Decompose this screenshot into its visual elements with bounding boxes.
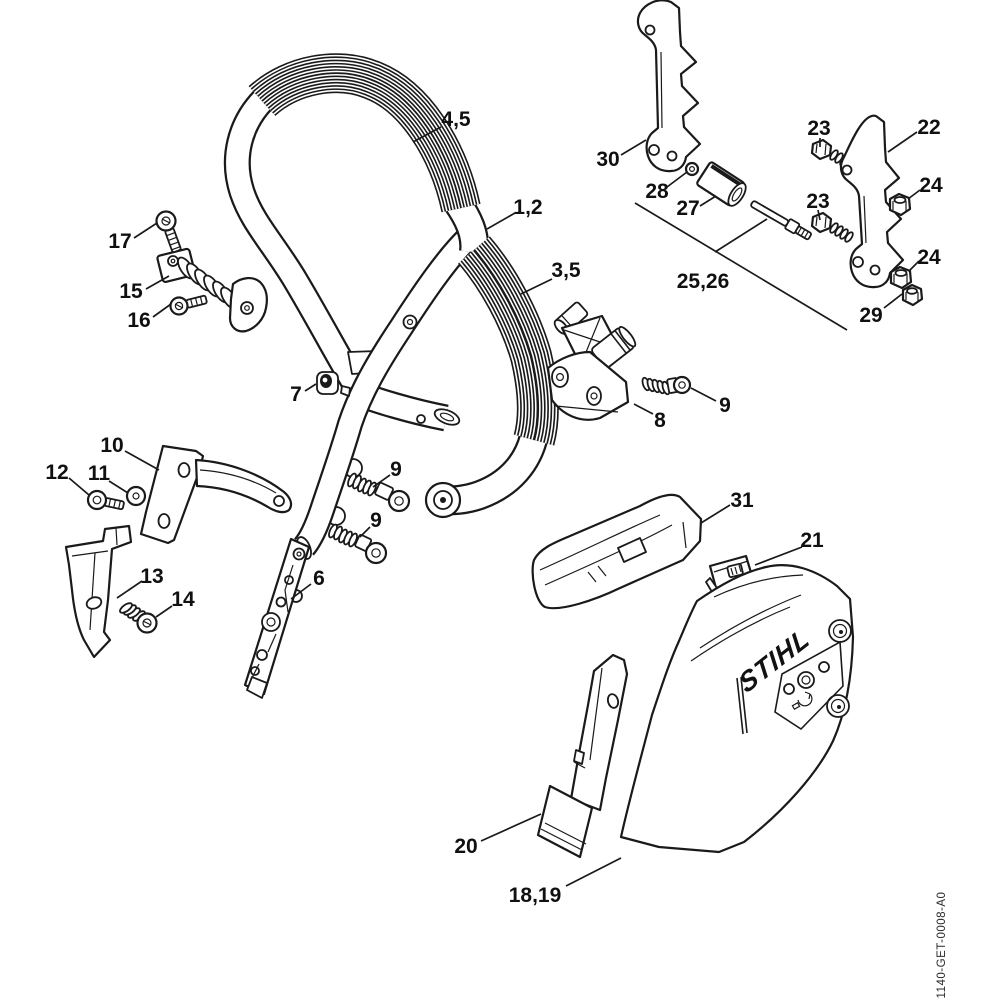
callout-12: 12 xyxy=(45,461,68,484)
av-spring-15 xyxy=(156,247,268,333)
handlebar-hole xyxy=(402,314,418,330)
washer-28 xyxy=(684,161,700,177)
callout-20: 20 xyxy=(454,835,477,858)
callout-10: 10 xyxy=(100,434,123,457)
guard-wedge xyxy=(536,784,594,859)
callout-4-5: 4,5 xyxy=(441,108,471,131)
screw-12 xyxy=(86,489,125,511)
callout-1-2: 1,2 xyxy=(513,196,542,219)
sprocket-cover-18-19: STIHL xyxy=(619,564,855,854)
bushing-7 xyxy=(316,371,351,397)
top-grip-hatched xyxy=(262,73,461,208)
callout-23-lower: 23 xyxy=(806,190,829,213)
nut-24-lower xyxy=(889,265,913,290)
chain-tensioner-6 xyxy=(243,537,311,699)
chain-guard-20 xyxy=(536,653,629,859)
callout-11: 11 xyxy=(88,462,111,485)
screw-9-upper xyxy=(347,472,411,513)
callout-labels: 17 15 16 4,5 1,2 3,5 30 28 27 25,26 23 2… xyxy=(45,108,943,907)
screw-23-lower xyxy=(810,211,854,243)
spiked-bumper-30 xyxy=(636,0,702,173)
callout-24-upper: 24 xyxy=(919,174,943,197)
callout-27: 27 xyxy=(676,197,699,220)
callout-8: 8 xyxy=(654,409,666,432)
callout-23-upper: 23 xyxy=(807,117,830,140)
callout-13: 13 xyxy=(140,565,163,588)
handlebar-frame xyxy=(237,73,538,561)
callout-31: 31 xyxy=(730,489,754,512)
callout-16: 16 xyxy=(127,309,150,332)
nut-29 xyxy=(901,283,924,307)
callout-9-lower: 9 xyxy=(370,509,382,532)
leader-lines xyxy=(68,126,921,887)
nut-24-upper xyxy=(888,192,912,217)
callout-14: 14 xyxy=(171,588,195,611)
callout-28: 28 xyxy=(645,180,669,203)
callout-22: 22 xyxy=(917,116,940,139)
callout-29: 29 xyxy=(859,304,882,327)
callout-6: 6 xyxy=(313,567,325,590)
screw-9-lower xyxy=(328,523,388,565)
callout-9-upper: 9 xyxy=(390,458,402,481)
av-mount-8 xyxy=(546,301,637,421)
spacer-sleeve-27 xyxy=(696,161,747,207)
screw-14 xyxy=(119,602,158,634)
callout-3-5: 3,5 xyxy=(551,259,581,282)
screw-17 xyxy=(155,210,182,253)
drawing-number: 1140-GET-0008-A0 xyxy=(936,892,948,999)
callout-9-mount: 9 xyxy=(719,394,731,417)
right-grip-hatched xyxy=(474,250,538,440)
grip-end-cap xyxy=(424,481,462,519)
handle-molding-31 xyxy=(531,493,703,610)
callout-25-26: 25,26 xyxy=(677,270,730,293)
washer-11 xyxy=(125,485,147,507)
callout-30: 30 xyxy=(596,148,619,171)
callout-15: 15 xyxy=(119,280,143,303)
callout-24-lower: 24 xyxy=(917,246,941,269)
callout-21: 21 xyxy=(800,529,824,552)
callout-18-19: 18,19 xyxy=(509,884,562,907)
stud-25-26 xyxy=(750,200,812,241)
handle-bracket-10 xyxy=(139,444,293,545)
spiked-bumper-22 xyxy=(839,114,905,289)
bumper-foot-13 xyxy=(64,524,133,659)
callout-7: 7 xyxy=(290,383,302,406)
screw-16 xyxy=(169,294,208,316)
screw-9-mount xyxy=(641,375,692,396)
callout-17: 17 xyxy=(108,230,131,253)
